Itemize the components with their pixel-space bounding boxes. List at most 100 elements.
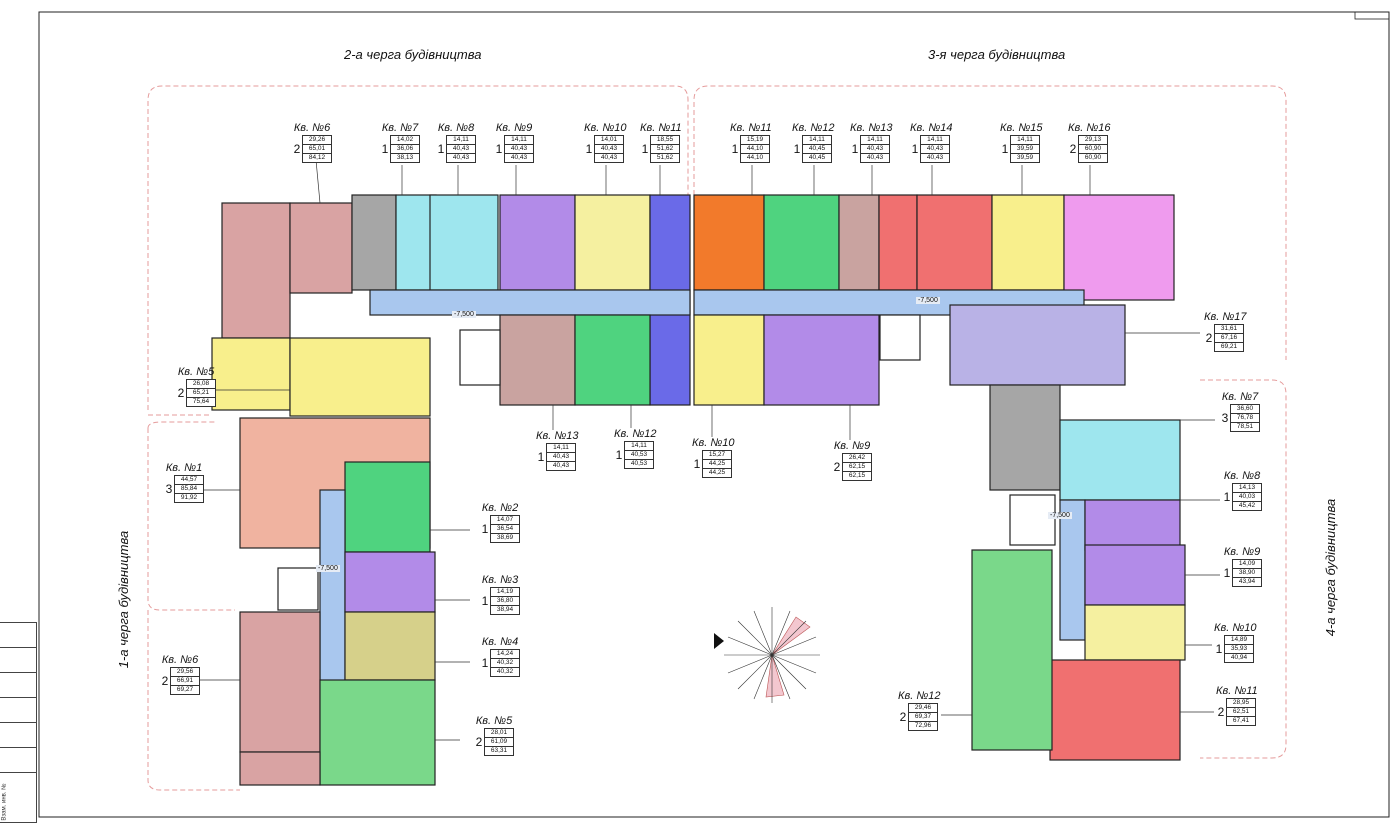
level-mark: -7,500 [1048, 512, 1072, 519]
apt-area-with-balcony: 40,43 [861, 153, 889, 162]
stamp-text: Взам. инв. № [1, 783, 8, 821]
apt-rooms: 2 [293, 142, 301, 156]
unit-kv13-stage3 [838, 194, 880, 291]
apt-total-area: 65,21 [187, 388, 215, 397]
apt-total-area: 76,78 [1231, 413, 1259, 422]
stage1-outline [147, 421, 235, 611]
apt-title: Кв. №7 [1221, 391, 1259, 403]
apt-living-area: 14,13 [1238, 484, 1256, 491]
wind-rose-center [770, 653, 774, 657]
apt-area-with-balcony: 40,45 [803, 153, 831, 162]
apt-living-area: 31,61 [1220, 325, 1238, 332]
apt-rooms: 1 [1223, 566, 1231, 580]
apt-area-with-balcony: 40,43 [921, 153, 949, 162]
apt-rooms: 1 [641, 142, 649, 156]
unit-kv8-stage4 [1059, 419, 1181, 501]
apt-area-with-balcony: 40,43 [547, 461, 575, 470]
apt-living-area: 44,57 [180, 476, 198, 483]
apt-title: Кв. №3 [481, 574, 519, 586]
unit-kv16-stage3 [1063, 194, 1175, 301]
apt-area-with-balcony: 40,43 [505, 153, 533, 162]
unit-kv2-stage1 [344, 461, 431, 553]
apt-title: Кв. №8 [437, 122, 475, 134]
apt-area-with-balcony: 69,27 [171, 685, 199, 694]
unit-kv12-stage4 [971, 549, 1053, 751]
apt-title: Кв. №2 [481, 502, 519, 514]
apt-title: Кв. №16 [1068, 122, 1111, 134]
stage1-label: 1-а черга будівництва [116, 530, 132, 669]
apt-title: Кв. №11 [1216, 685, 1258, 697]
stairwell [879, 314, 921, 361]
apt-rooms: 1 [911, 142, 919, 156]
apt-rooms: 3 [1221, 411, 1229, 425]
unit-kv4-stage1 [344, 611, 436, 681]
unit-kv6b-stage1 [239, 751, 321, 786]
corridor-stage1 [319, 489, 346, 691]
apt-title: Кв. №14 [910, 122, 953, 134]
apt-living-area: 26,08 [192, 380, 210, 387]
apt-total-area: 66,91 [171, 676, 199, 685]
apt-rooms: 2 [161, 674, 169, 688]
unit-kv11-stage3 [693, 194, 765, 291]
apt-title: Кв. №12 [898, 690, 941, 702]
stage2-label: 2-а черга будівництва [344, 47, 482, 62]
walls [277, 314, 1056, 611]
level-mark: -7,500 [452, 311, 476, 318]
apt-total-area: 35,93 [1225, 644, 1253, 653]
apt-area-with-balcony: 51,62 [651, 153, 679, 162]
apt-total-area: 40,53 [625, 450, 653, 459]
unit-kv6-stage2 [221, 202, 291, 339]
apt-title: Кв. №8 [1223, 470, 1261, 482]
apt-total-area: 62,51 [1227, 707, 1255, 716]
unit-kv7-stage2 [351, 194, 397, 291]
apt-title: Кв. №5 [177, 366, 215, 378]
stairwell [277, 567, 319, 611]
apt-rooms: 2 [475, 735, 483, 749]
apt-rooms: 1 [793, 142, 801, 156]
apt-rooms: 1 [1223, 490, 1231, 504]
wind-rose-sector-2 [765, 654, 785, 698]
apt-living-area: 18,55 [656, 136, 674, 143]
apt-title: Кв. №12 [614, 428, 657, 440]
unit-kv12-stage3 [763, 194, 840, 291]
apt-rooms: 1 [1215, 642, 1223, 656]
apt-title: Кв. №13 [536, 430, 579, 442]
apt-living-area: 36,60 [1236, 405, 1254, 412]
apt-living-area: 14,19 [496, 588, 514, 595]
apt-living-area: 26,42 [848, 454, 866, 461]
apt-title: Кв. №10 [692, 437, 735, 449]
apt-rooms: 1 [693, 457, 701, 471]
apt-title: Кв. №11 [640, 122, 682, 134]
apt-total-area: 40,43 [547, 452, 575, 461]
apt-rooms: 1 [731, 142, 739, 156]
leader-line [315, 159, 321, 204]
apt-rooms: 1 [1001, 142, 1009, 156]
apt-living-area: 14,11 [1017, 136, 1033, 143]
apt-living-area: 28,95 [1232, 699, 1250, 706]
apt-living-area: 14,24 [496, 650, 514, 657]
apt-total-area: 36,54 [491, 524, 519, 533]
apt-area-with-balcony: 38,69 [491, 533, 519, 542]
apt-total-area: 61,09 [485, 737, 513, 746]
apt-living-area: 14,11 [453, 136, 469, 143]
apt-title: Кв. №11 [730, 122, 772, 134]
apt-area-with-balcony: 75,64 [187, 397, 215, 406]
unit-kv3-stage1 [344, 551, 436, 613]
leader-lines [200, 159, 1220, 741]
apt-living-area: 15,19 [746, 136, 764, 143]
